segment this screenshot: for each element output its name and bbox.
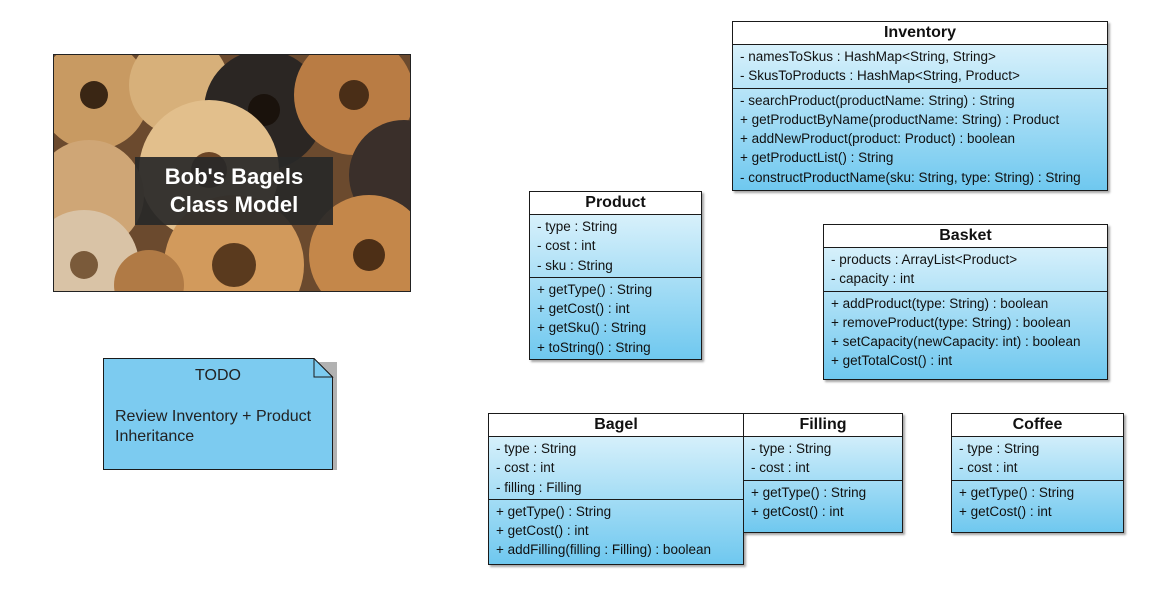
attribute-row: - cost : int bbox=[751, 460, 810, 476]
method-row: - constructProductName(sku: String, type… bbox=[740, 169, 1081, 185]
attributes-section: - type : String - cost : int - sku : Str… bbox=[530, 215, 701, 278]
bagel-photo[interactable]: Bob's Bagels Class Model bbox=[53, 54, 411, 292]
class-basket[interactable]: Basket - products : ArrayList<Product> -… bbox=[823, 224, 1108, 380]
methods-section: + getType() : String + getCost() : int bbox=[744, 481, 902, 524]
attributes-section: - namesToSkus : HashMap<String, String> … bbox=[733, 45, 1107, 89]
method-row: + getType() : String bbox=[751, 484, 867, 500]
method-row: + getProductByName(productName: String) … bbox=[740, 111, 1060, 127]
attributes-section: - type : String - cost : int - filling :… bbox=[489, 437, 743, 500]
class-name: Filling bbox=[744, 414, 902, 437]
class-name: Coffee bbox=[952, 414, 1123, 437]
attribute-row: - type : String bbox=[496, 441, 577, 456]
attributes-section: - type : String - cost : int bbox=[952, 437, 1123, 481]
attribute-row: - type : String bbox=[959, 441, 1040, 456]
method-row: + addFilling(filling : Filling) : boolea… bbox=[496, 542, 711, 558]
note-title: TODO bbox=[195, 367, 241, 384]
method-row: + getSku() : String bbox=[537, 320, 647, 336]
methods-section: + getType() : String + getCost() : int +… bbox=[530, 278, 701, 359]
attribute-row: - capacity : int bbox=[831, 271, 915, 287]
attribute-row: - type : String bbox=[537, 219, 618, 234]
class-name: Product bbox=[530, 192, 701, 215]
method-row: - searchProduct(productName: String) : S… bbox=[740, 92, 1015, 108]
note-line2: Inheritance bbox=[115, 428, 195, 445]
todo-note[interactable]: TODO Review Inventory + Product Inherita… bbox=[103, 358, 337, 470]
method-row: + getCost() : int bbox=[751, 503, 844, 519]
method-row: + toString() : String bbox=[537, 339, 651, 355]
class-name: Basket bbox=[824, 225, 1107, 248]
class-inventory[interactable]: Inventory - namesToSkus : HashMap<String… bbox=[732, 21, 1108, 191]
method-row: + setCapacity(newCapacity: int) : boolea… bbox=[831, 334, 1081, 350]
method-row: + removeProduct(type: String) : boolean bbox=[831, 314, 1071, 330]
class-product[interactable]: Product - type : String - cost : int - s… bbox=[529, 191, 702, 360]
methods-section: + getType() : String + getCost() : int +… bbox=[489, 500, 743, 562]
method-row: + addProduct(type: String) : boolean bbox=[831, 295, 1049, 311]
method-row: + getType() : String bbox=[959, 484, 1075, 500]
method-row: + getType() : String bbox=[537, 281, 653, 297]
attribute-row: - SkusToProducts : HashMap<String, Produ… bbox=[740, 68, 1020, 84]
class-bagel[interactable]: Bagel - type : String - cost : int - fil… bbox=[488, 413, 744, 565]
diagram-title: Bob's Bagels Class Model bbox=[135, 157, 333, 225]
attributes-section: - products : ArrayList<Product> - capaci… bbox=[824, 248, 1107, 292]
attribute-row: - cost : int bbox=[496, 460, 555, 476]
method-row: + getCost() : int bbox=[496, 523, 589, 539]
attribute-row: - cost : int bbox=[537, 238, 596, 254]
class-filling[interactable]: Filling - type : String - cost : int + g… bbox=[743, 413, 903, 533]
class-name: Bagel bbox=[489, 414, 743, 437]
note-body: Review Inventory + Product Inheritance bbox=[115, 407, 327, 447]
method-row: + getType() : String bbox=[496, 503, 612, 519]
method-row: + getCost() : int bbox=[537, 301, 630, 317]
attribute-row: - filling : Filling bbox=[496, 479, 582, 495]
attributes-section: - type : String - cost : int bbox=[744, 437, 902, 481]
method-row: + getProductList() : String bbox=[740, 150, 894, 166]
method-row: + getCost() : int bbox=[959, 503, 1052, 519]
diagram-title-line1: Bob's Bagels bbox=[164, 164, 304, 189]
methods-section: - searchProduct(productName: String) : S… bbox=[733, 89, 1107, 189]
note-line1: Review Inventory + Product bbox=[115, 408, 312, 425]
method-row: + getTotalCost() : int bbox=[831, 353, 953, 369]
attribute-row: - namesToSkus : HashMap<String, String> bbox=[740, 49, 996, 64]
class-coffee[interactable]: Coffee - type : String - cost : int + ge… bbox=[951, 413, 1124, 533]
attribute-row: - sku : String bbox=[537, 257, 613, 273]
diagram-title-line2: Class Model bbox=[169, 192, 299, 217]
methods-section: + getType() : String + getCost() : int bbox=[952, 481, 1123, 524]
note-shape bbox=[103, 358, 337, 470]
methods-section: + addProduct(type: String) : boolean + r… bbox=[824, 292, 1107, 373]
attribute-row: - type : String bbox=[751, 441, 832, 456]
attribute-row: - products : ArrayList<Product> bbox=[831, 252, 1018, 267]
method-row: + addNewProduct(product: Product) : bool… bbox=[740, 131, 1016, 147]
class-name: Inventory bbox=[733, 22, 1107, 45]
attribute-row: - cost : int bbox=[959, 460, 1018, 476]
